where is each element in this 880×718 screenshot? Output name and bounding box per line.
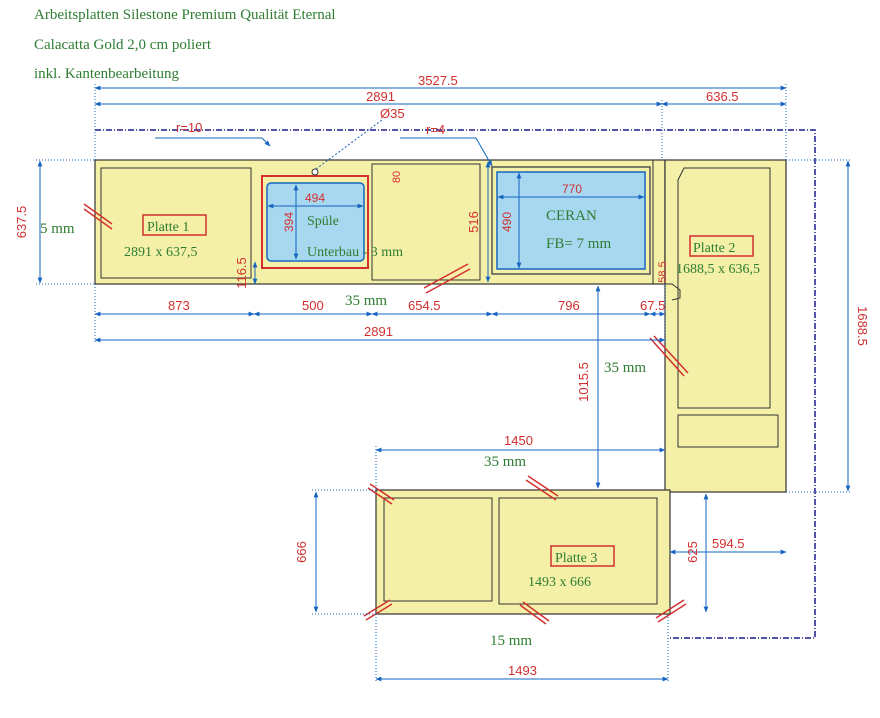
- hob-cutout: 770 490 CERAN FB= 7 mm: [491, 166, 651, 275]
- sink-basin: [266, 182, 365, 262]
- plate-3-cabinet-right: [498, 497, 658, 605]
- plate-3: [375, 489, 671, 615]
- dim-625: 625: [685, 541, 700, 563]
- plate-3-label: Platte 3 1493 x 666: [528, 545, 615, 590]
- joint-mark-p3-top: [525, 475, 559, 501]
- dim-500: 500: [302, 298, 324, 313]
- hob-width: 770: [562, 182, 582, 196]
- joint-mark-p3-bottom: [519, 601, 550, 625]
- leader-r4-tip: [475, 137, 493, 167]
- hob-height: 490: [500, 212, 514, 232]
- header-line-product: Arbeitsplatten Silestone Premium Qualitä…: [34, 7, 336, 23]
- dim-1450: 1450: [504, 433, 533, 448]
- sink-width: 494: [305, 191, 325, 205]
- plate-1-size: 2891 x 637,5: [124, 245, 198, 260]
- plate-3-cabinet-left: [383, 497, 493, 602]
- joint-mark-p3-bottomleft: [363, 599, 393, 621]
- plate-2-name: Platte 2: [693, 241, 735, 256]
- dim-666: 666: [294, 541, 309, 563]
- tap-hole: [311, 168, 319, 176]
- dimension-texts: 3527.5 2891 636.5 637.5 r=10 r=4 Ø35 80 …: [14, 73, 870, 678]
- plate-1-cabinet-mid: [371, 163, 481, 281]
- leader-d35: [315, 119, 383, 170]
- plate-3-name: Platte 3: [555, 551, 597, 566]
- dim-585: 58.5: [657, 261, 669, 282]
- note-15mm: 15 mm: [490, 633, 532, 649]
- dim-654: 654.5: [408, 298, 441, 313]
- hob-glass: [496, 171, 646, 270]
- dim-left-637: 637.5: [14, 206, 29, 239]
- mm-annotations: 5 mm 35 mm 35 mm 35 mm 15 mm: [40, 221, 646, 649]
- plate-2-cabinet: [677, 167, 771, 409]
- plate-2-drawer: [677, 414, 779, 448]
- dim-1493: 1493: [508, 663, 537, 678]
- joint-mark-p1-bottom: [423, 263, 471, 294]
- dim-right-1688: 1688.5: [855, 306, 870, 346]
- plate-1-cabinet-left: [100, 167, 252, 279]
- dim-1015: 1015.5: [576, 362, 591, 402]
- dim-total: 3527.5: [418, 73, 458, 88]
- dim-r4: r=4: [426, 122, 445, 137]
- hob-frame: [491, 166, 651, 275]
- hob-note: FB= 7 mm: [546, 236, 611, 252]
- joint-mark-p1-left: [83, 203, 113, 230]
- dim-796: 796: [558, 298, 580, 313]
- note-35mm-b: 35 mm: [604, 360, 646, 376]
- dim-516: 516: [466, 211, 481, 233]
- sink-note: Unterbau - 3 mm: [307, 245, 403, 260]
- dim-116: 116.5: [234, 257, 249, 289]
- sink-outer-border: [261, 175, 369, 269]
- dim-r10: r=10: [176, 120, 202, 135]
- dim-80: 80: [391, 171, 403, 183]
- header-line-edging: inkl. Kantenbearbeitung: [34, 66, 179, 82]
- plate-2-notch: [665, 283, 681, 301]
- plate-1-label: Platte 1 2891 x 637,5: [124, 214, 207, 260]
- dim-top-2891: 2891: [366, 89, 395, 104]
- note-35mm-a: 35 mm: [345, 293, 387, 309]
- room-outline: [95, 129, 816, 639]
- dim-873: 873: [168, 298, 190, 313]
- dim-67: 67.5: [640, 298, 665, 313]
- plate-2-label-box: [689, 235, 754, 257]
- dim-d35: Ø35: [380, 106, 405, 121]
- plate-2-size: 1688,5 x 636,5: [676, 262, 760, 277]
- sink-label: Spüle: [307, 214, 339, 229]
- plate-3-size: 1493 x 666: [528, 575, 591, 590]
- plate-2: [664, 159, 787, 493]
- joint-marks: [83, 203, 689, 625]
- sink-height: 394: [282, 212, 296, 232]
- plate-3-slab: [375, 489, 671, 615]
- plate-2-label: Platte 2 1688,5 x 636,5: [676, 235, 760, 277]
- hob-label: CERAN: [546, 208, 597, 224]
- joint-mark-p3-bottomright: [655, 599, 687, 623]
- sink-cutout: Spüle Unterbau - 3 mm 494 394: [261, 168, 403, 269]
- dim-bottom-2891: 2891: [364, 324, 393, 339]
- dimension-lines: [36, 84, 852, 683]
- plate-3-label-box: [550, 545, 615, 567]
- plate-1-label-box: [142, 214, 207, 236]
- joint-mark-p3-topleft: [367, 483, 395, 505]
- plate-2-slab: [664, 159, 787, 493]
- dim-594: 594.5: [712, 536, 745, 551]
- dim-top-636: 636.5: [706, 89, 739, 104]
- leader-r10-tip: [261, 137, 271, 147]
- note-35mm-c: 35 mm: [484, 454, 526, 470]
- note-5mm: 5 mm: [40, 221, 75, 237]
- plate-1-name: Platte 1: [147, 220, 189, 235]
- header-line-material: Calacatta Gold 2,0 cm poliert: [34, 37, 212, 53]
